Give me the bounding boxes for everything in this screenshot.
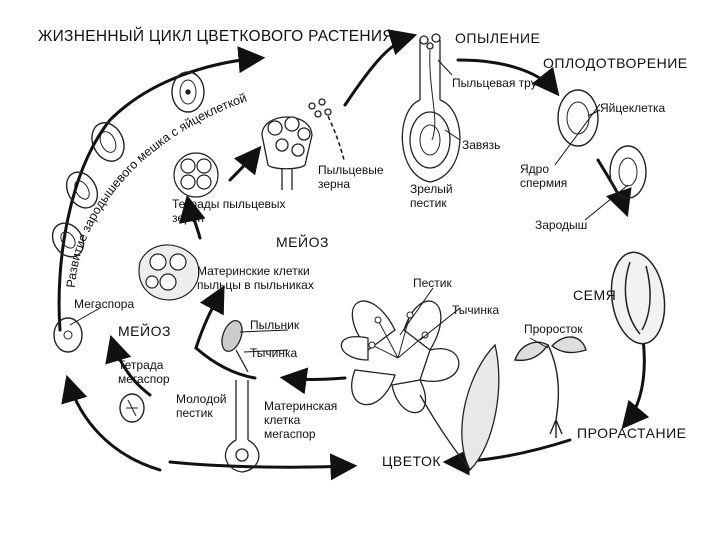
label-megaspore-mother-cell: Материнская клетка мегаспор — [264, 399, 338, 441]
mature-pistil-figure — [401, 33, 461, 183]
fertilization-figures — [557, 89, 647, 199]
label-anther: Пыльник — [250, 318, 300, 332]
stage-fertilization: ОПЛОДОТВОРЕНИЕ — [543, 55, 688, 71]
stamen-small-figure — [221, 320, 249, 373]
label-sperm-nucleus: Ядро спермия — [520, 162, 568, 190]
seedling-figure — [514, 336, 587, 438]
stage-germination: ПРОРАСТАНИЕ — [577, 425, 687, 441]
label-egg-cell: Яйцеклетка — [600, 101, 666, 115]
label-stamen: Тычинка — [452, 303, 500, 317]
label-pollen-tube: Пыльцевая трубка — [452, 76, 556, 90]
stage-flower: ЦВЕТОК — [382, 453, 441, 469]
label-pollen-mother-cells: Материнские клетки пыльцы в пыльниках — [197, 264, 314, 292]
label-megaspore: Мегаспора — [74, 297, 135, 311]
seed-figure — [610, 251, 666, 345]
label-pollen-tetrads: Тетрады пыльцевых зерен — [172, 197, 286, 225]
label-embryo: Зародыш — [535, 218, 588, 232]
leader-lines — [69, 59, 629, 353]
pollination-dashed-line — [324, 109, 345, 161]
label-stamen-small: Тычинка — [250, 346, 298, 360]
label-young-pistil: Молодой пестик — [176, 392, 227, 420]
pollen-tetrads-figure — [173, 152, 219, 198]
label-ovary: Завязь — [462, 138, 501, 152]
label-mature-pistil: Зрелый пестик — [410, 182, 453, 210]
stage-meiosis-ovule: МЕЙОЗ — [118, 323, 171, 339]
flower-figure — [340, 300, 500, 472]
stage-seed: СЕМЯ — [573, 287, 617, 303]
label-pollen-grains: Пыльцевые зерна — [318, 163, 384, 191]
pollen-mother-cells-figure — [138, 244, 200, 301]
embryo-sac-sequence — [51, 71, 205, 423]
label-sprout: Проросток — [524, 322, 583, 336]
stage-meiosis-anther: МЕЙОЗ — [276, 234, 329, 250]
page-title: ЖИЗНЕННЫЙ ЦИКЛ ЦВЕТКОВОГО РАСТЕНИЯ — [38, 28, 394, 45]
cycle-arrows — [57, 29, 650, 481]
young-pistil-figure — [224, 380, 260, 473]
stage-pollination: ОПЫЛЕНИЕ — [455, 30, 541, 46]
anther-pollen-figure — [261, 98, 332, 190]
label-pistil: Пестик — [413, 276, 452, 290]
label-megaspore-tetrad: Тетрада мегаспор — [118, 358, 170, 386]
